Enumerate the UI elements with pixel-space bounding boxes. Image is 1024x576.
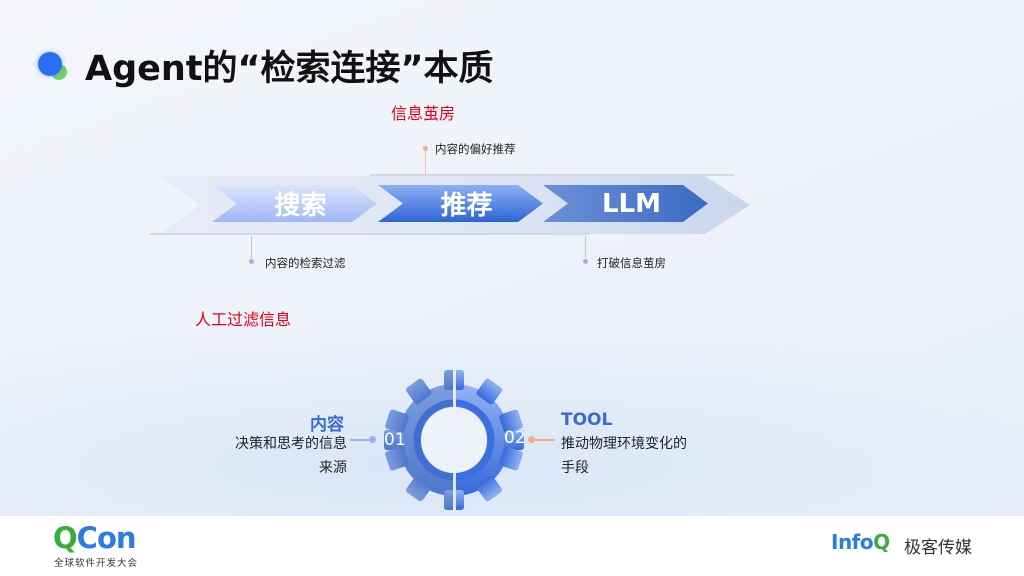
feature-title-tool: TOOL (561, 410, 613, 430)
annotation-manual-filter: 人工过滤信息 (195, 310, 292, 329)
qcon-logo: QCon (53, 521, 137, 555)
gear-number-left: 01 (384, 430, 406, 450)
feature-desc-content: 决策和思考的信息 来源 (227, 432, 347, 480)
page-title: Agent的“检索连接”本质 (85, 49, 494, 89)
gear-graphic: 01 02 (382, 368, 526, 512)
feature-desc-line: 来源 (319, 460, 347, 476)
callout-line-search (251, 236, 252, 258)
qcon-logo-con: Con (76, 521, 137, 555)
callout-recommend: 内容的偏好推荐 (435, 142, 516, 156)
feature-desc-line: 手段 (561, 460, 589, 476)
annotation-info-cocoon: 信息茧房 (391, 104, 456, 123)
flow-step-search: 搜索 (212, 185, 377, 222)
callout-search: 内容的检索过滤 (265, 256, 346, 270)
callout-line-llm (585, 236, 586, 258)
callout-dot-search (249, 259, 254, 264)
feature-title-content: 内容 (310, 415, 344, 435)
connector-left (350, 439, 370, 441)
connector-right (534, 439, 555, 441)
band-top-line (370, 174, 734, 176)
callout-dot-llm (583, 259, 588, 264)
feature-desc-line: 决策和思考的信息 (235, 436, 347, 452)
feature-desc-tool: 推动物理环境变化的 手段 (561, 432, 687, 480)
blue-dot-icon (38, 52, 62, 76)
flow-step-llm: LLM (543, 185, 708, 222)
title-bullet-icon (38, 52, 74, 84)
callout-llm: 打破信息茧房 (597, 256, 666, 270)
flow-step-label: 推荐 (440, 191, 493, 221)
callout-line-recommend (425, 151, 426, 175)
flow-step-recommend: 推荐 (378, 185, 543, 222)
qcon-subtitle: 全球软件开发大会 (54, 558, 139, 569)
callout-dot-recommend (423, 146, 428, 151)
band-bottom-line (150, 233, 590, 235)
infoq-logo-q: Q (873, 530, 890, 554)
flow-step-label: LLM (601, 188, 661, 219)
connector-dot-left (369, 436, 376, 443)
geekbang-media-label: 极客传媒 (904, 538, 972, 558)
qcon-logo-q: Q (53, 521, 78, 555)
flow-step-label: 搜索 (274, 191, 327, 221)
footer: QCon 全球软件开发大会 InfoQ 极客传媒 (0, 516, 1024, 576)
infoq-logo: InfoQ (831, 530, 890, 554)
gear-icon (384, 370, 524, 510)
infoq-logo-info: Info (831, 530, 874, 554)
feature-desc-line: 推动物理环境变化的 (561, 436, 687, 452)
gear-number-right: 02 (504, 428, 526, 448)
slide: Agent的“检索连接”本质 信息茧房 人工过滤信息 搜索 推荐 LLM 内容的… (0, 49, 1024, 516)
connector-dot-right (528, 436, 535, 443)
